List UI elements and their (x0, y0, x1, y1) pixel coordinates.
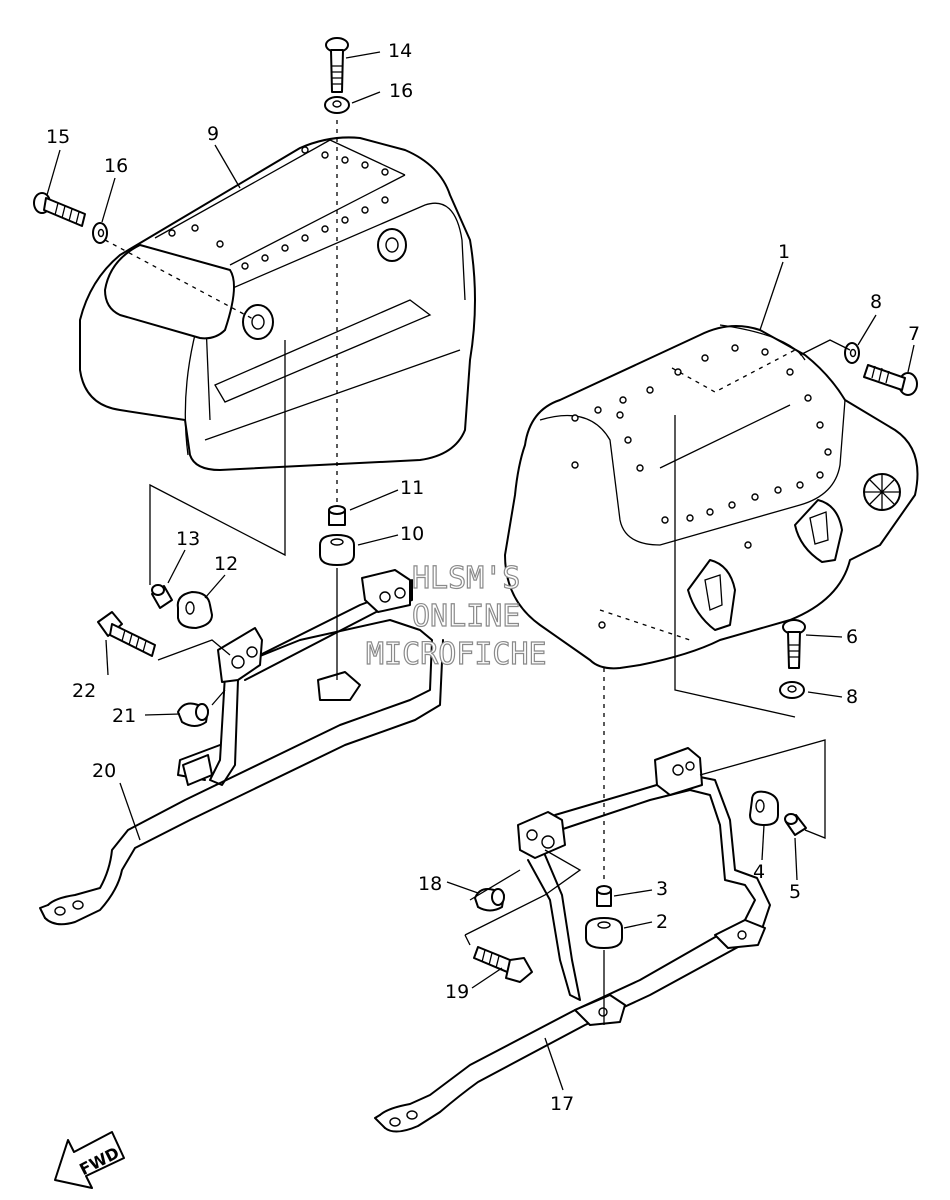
plug-18 (474, 888, 505, 912)
plug-21 (177, 702, 209, 727)
callout-12: 12 (214, 553, 238, 575)
watermark-line-2: ONLINE (412, 599, 520, 634)
watermark: HLSM'S ONLINE MICROFICHE (365, 560, 547, 672)
right-bag-rivets (571, 344, 832, 524)
callout-3: 3 (656, 878, 668, 900)
callout-8-top: 8 (870, 291, 882, 313)
collar-5 (784, 813, 807, 836)
bolt-15 (33, 192, 86, 227)
washer-16-left (92, 222, 108, 244)
callout-15: 15 (46, 126, 70, 148)
assembly-lines (104, 120, 851, 1025)
callout-18: 18 (418, 873, 442, 895)
left-bag-rivets (168, 146, 389, 270)
callout-6: 6 (846, 626, 858, 648)
collar-11 (328, 505, 346, 526)
washer-16-top (324, 96, 350, 114)
bolt-19 (473, 946, 533, 983)
callout-17: 17 (550, 1093, 574, 1115)
callout-16-top: 16 (389, 80, 413, 102)
grommet-2 (585, 917, 623, 949)
bolt-22 (97, 611, 156, 657)
grommet-10 (319, 534, 355, 566)
callout-4: 4 (753, 861, 765, 883)
callout-16-left: 16 (104, 155, 128, 177)
callout-22: 22 (72, 680, 96, 702)
bolt-7 (863, 364, 918, 396)
watermark-line-3: MICROFICHE (366, 637, 547, 672)
callout-9: 9 (207, 123, 219, 145)
right-saddlebag (504, 324, 919, 670)
bolt-14 (325, 37, 349, 93)
callout-14: 14 (388, 40, 412, 62)
callout-8-bottom: 8 (846, 686, 858, 708)
collar-3 (596, 885, 612, 907)
collar-13 (151, 584, 173, 609)
callout-21: 21 (112, 705, 136, 727)
left-bracket (39, 569, 444, 926)
callout-7: 7 (908, 323, 920, 345)
leader-lines (46, 51, 915, 1091)
fwd-arrow: FWD (54, 1131, 125, 1189)
callout-10: 10 (400, 523, 424, 545)
callout-5: 5 (789, 881, 801, 903)
grommet-4 (749, 790, 779, 826)
grommet-12 (176, 591, 213, 629)
callout-20: 20 (92, 760, 116, 782)
callout-11: 11 (400, 477, 424, 499)
callout-1: 1 (778, 241, 790, 263)
callout-13: 13 (176, 528, 200, 550)
bolt-6 (782, 619, 806, 669)
washer-8-bottom (779, 681, 805, 699)
watermark-line-1: HLSM'S (412, 561, 520, 596)
left-saddlebag (79, 136, 476, 471)
right-bracket (374, 747, 771, 1133)
callout-numbers: 1 2 3 4 5 6 7 8 8 9 10 11 12 13 14 15 16… (46, 40, 920, 1115)
washer-8-top (844, 342, 860, 364)
callout-19: 19 (445, 981, 469, 1003)
callout-2: 2 (656, 911, 668, 933)
